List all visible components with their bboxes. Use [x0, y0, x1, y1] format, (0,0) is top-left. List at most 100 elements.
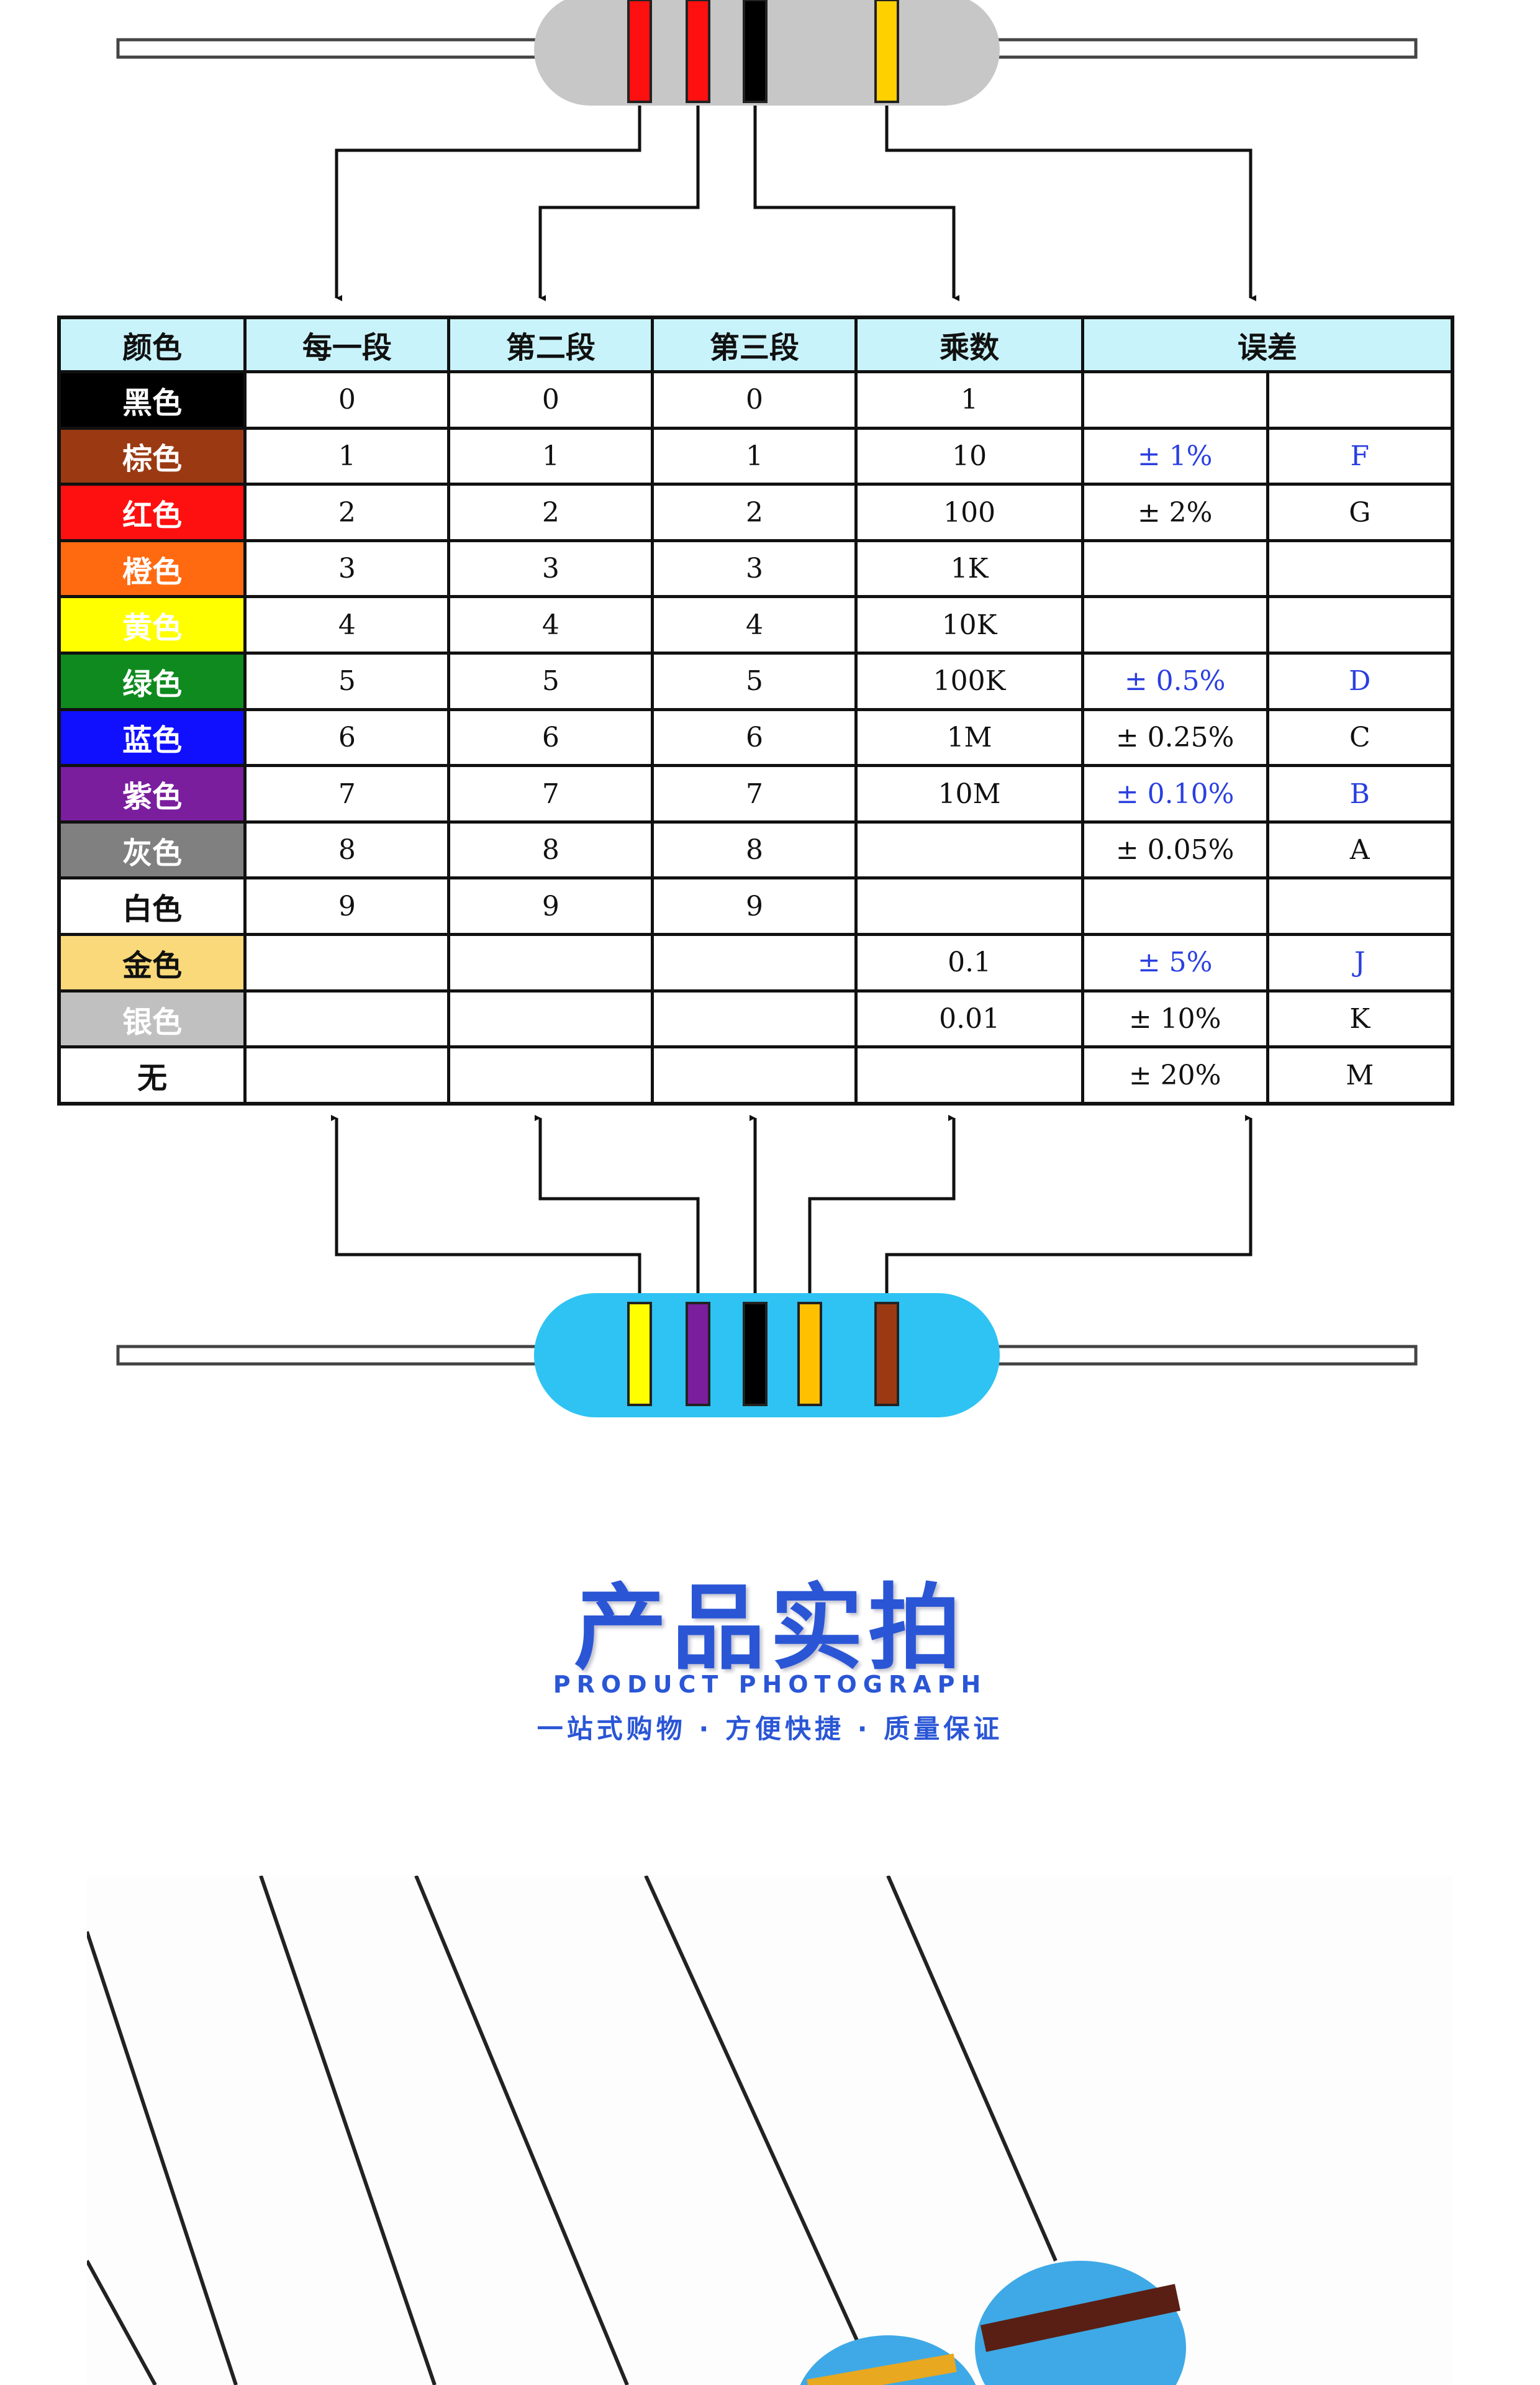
cell-digit1: 4 [243, 595, 451, 655]
bottom-resistor [116, 1293, 1418, 1417]
cell-color-name: 灰色 [57, 820, 247, 880]
cell-multiplier: 1 [854, 370, 1084, 430]
cell-tolerance-code [1266, 370, 1454, 430]
cell-tolerance [1080, 370, 1269, 430]
top-resistor-lead-left [116, 38, 542, 59]
connector-bottom-band5 [885, 1115, 1252, 1304]
cell-digit1: 9 [243, 876, 451, 937]
cell-tolerance-code [1266, 595, 1454, 655]
cell-color-name: 金色 [57, 933, 247, 993]
header-tolerance: 误差 [1080, 316, 1454, 373]
connector-band2 [538, 106, 700, 301]
cell-digit1: 6 [243, 707, 451, 768]
cell-digit3: 3 [651, 538, 858, 599]
header-digit3: 第三段 [651, 316, 858, 373]
section-tagline: 一站式购物 · 方便快捷 · 质量保证 [537, 1714, 1003, 1744]
cell-color-name: 无 [57, 1045, 247, 1106]
bottom-resistor-band-2 [686, 1302, 710, 1406]
photo-background [87, 1876, 1453, 2385]
top-resistor-lead-right [992, 38, 1418, 59]
cell-digit3: 5 [651, 652, 858, 711]
cell-multiplier: 1K [854, 538, 1084, 599]
cell-tolerance: ± 10% [1080, 989, 1269, 1049]
cell-digit2: 1 [447, 426, 654, 486]
cell-digit3 [651, 1045, 858, 1106]
cell-digit2: 5 [447, 652, 654, 711]
cell-multiplier: 0.1 [854, 933, 1084, 993]
cell-tolerance: ± 0.25% [1080, 707, 1269, 768]
product-photo [87, 1876, 1453, 2385]
cell-tolerance: ± 0.10% [1080, 764, 1269, 824]
top-resistor-band-3 [743, 0, 768, 103]
cell-multiplier: 1M [854, 707, 1084, 768]
cell-digit3: 6 [651, 707, 858, 768]
cell-digit3: 2 [651, 483, 858, 542]
cell-tolerance-code: B [1266, 764, 1454, 824]
cell-digit1: 2 [243, 483, 451, 542]
cell-multiplier: 10M [854, 764, 1084, 824]
cell-digit1 [243, 989, 451, 1049]
cell-digit2: 8 [447, 820, 654, 880]
cell-tolerance: ± 20% [1080, 1045, 1269, 1106]
cell-digit1: 8 [243, 820, 451, 880]
photo-leads [87, 1876, 1058, 2385]
photo-resistor-2 [975, 2261, 1186, 2385]
cell-digit2 [447, 933, 654, 993]
cell-digit1: 3 [243, 538, 451, 599]
photo-lead-3 [259, 1876, 437, 2385]
photo-resistor-2-band [980, 2284, 1181, 2352]
cell-digit2 [447, 1045, 654, 1106]
cell-color-name: 紫色 [57, 764, 247, 824]
section-title: 产品实拍 [573, 1574, 966, 1683]
bottom-resistor-band-3 [743, 1302, 768, 1406]
cell-digit3: 1 [651, 426, 858, 486]
cell-digit2: 7 [447, 764, 654, 824]
header-multiplier: 乘数 [854, 316, 1084, 373]
photo-resistor-1 [800, 2335, 976, 2385]
cell-multiplier [854, 1045, 1084, 1106]
photo-lead-6 [886, 1876, 1058, 2262]
connector-band1 [335, 106, 641, 301]
bottom-connectors [331, 1115, 1252, 1304]
cell-color-name: 黄色 [57, 595, 247, 655]
cell-color-name: 绿色 [57, 652, 247, 711]
cell-digit2: 9 [447, 876, 654, 937]
cell-digit1 [243, 933, 451, 993]
cell-color-name: 棕色 [57, 426, 247, 486]
cell-multiplier: 100 [854, 483, 1084, 542]
bottom-resistor-lead-left [116, 1345, 542, 1366]
cell-tolerance-code [1266, 876, 1454, 937]
cell-tolerance-code: K [1266, 989, 1454, 1049]
table-row: 无± 20%M [57, 1045, 1454, 1106]
table-header-row: 颜色 每一段 第二段 第三段 乘数 误差 [57, 316, 1454, 373]
cell-color-name: 银色 [57, 989, 247, 1049]
connector-bottom-band1 [331, 1115, 641, 1304]
cell-color-name: 黑色 [57, 370, 247, 430]
cell-digit1 [243, 1045, 451, 1106]
cell-tolerance-code: J [1266, 933, 1454, 993]
photo-resistor-1-band [807, 2353, 957, 2385]
cell-tolerance-code: D [1266, 652, 1454, 711]
cell-tolerance-code [1266, 538, 1454, 599]
header-digit1: 每一段 [243, 316, 451, 373]
photo-lead-5 [644, 1876, 865, 2355]
cell-digit2: 3 [447, 538, 654, 599]
cell-digit1: 1 [243, 426, 451, 486]
cell-digit3: 9 [651, 876, 858, 937]
top-resistor-bands [627, 0, 899, 103]
cell-color-name: 白色 [57, 876, 247, 937]
connector-band4 [885, 106, 1256, 301]
cell-tolerance: ± 0.5% [1080, 652, 1269, 711]
cell-tolerance: ± 2% [1080, 483, 1269, 542]
connector-bottom-band2 [535, 1115, 700, 1304]
